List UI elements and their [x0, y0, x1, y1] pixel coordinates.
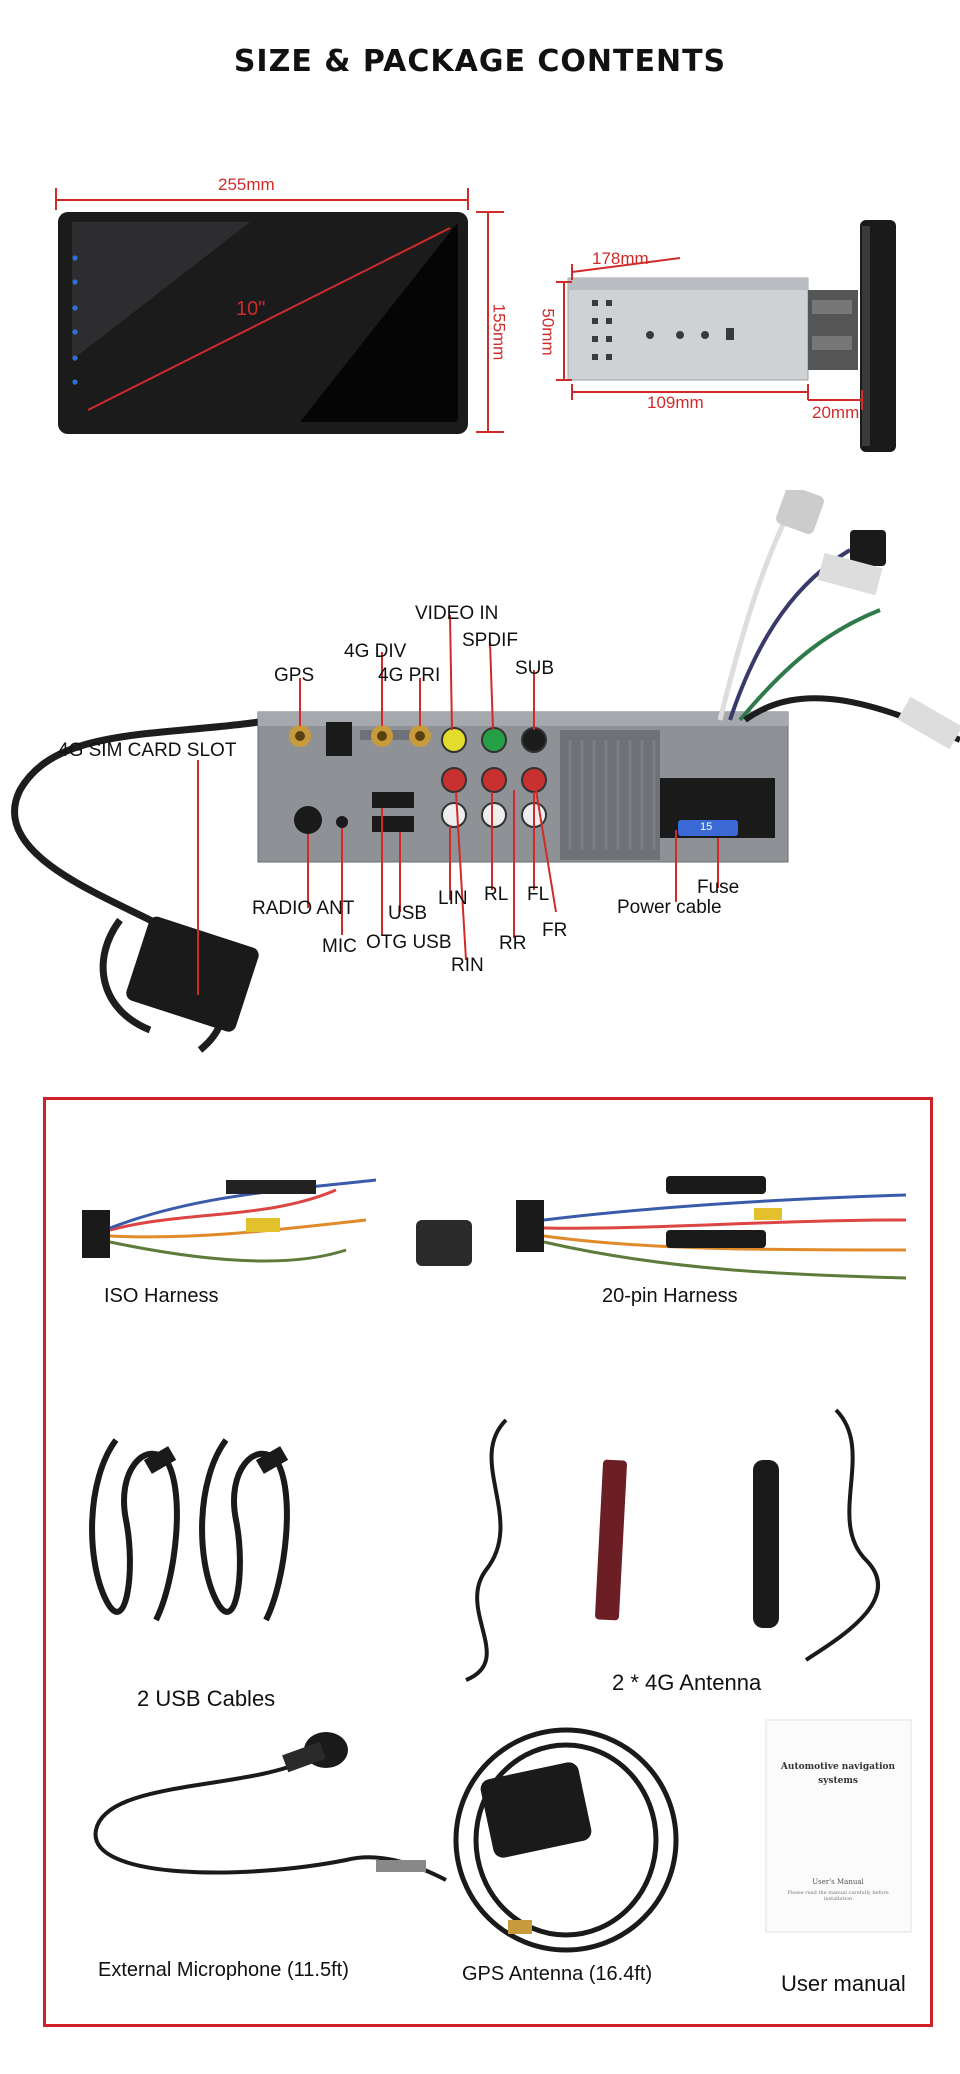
page-title: SIZE & PACKAGE CONTENTS: [233, 44, 727, 79]
label-4g-div: 4G DIV: [344, 641, 407, 662]
sim-card-module: [126, 916, 259, 1032]
package-contents-frame: [43, 1097, 933, 2027]
4g-antennas-art: [465, 1408, 881, 1682]
size-diagram: [55, 188, 896, 452]
width-label: 255mm: [218, 175, 275, 194]
microphone-art: [93, 1732, 447, 1882]
gps-antenna-art: [453, 1727, 679, 1953]
manual-cover-sub: User's Manual: [812, 1878, 864, 1886]
pkg-usb-cables: 2 USB Cables: [137, 1686, 276, 1711]
fuse: [678, 820, 738, 836]
label-fuse: Fuse: [697, 877, 740, 898]
pkg-microphone: External Microphone (11.5ft): [98, 1959, 349, 1981]
label-video-in: VIDEO IN: [415, 603, 499, 624]
label-sub: SUB: [515, 658, 555, 679]
chassis-side: [567, 277, 809, 381]
label-fl: FL: [527, 884, 550, 905]
label-spdif: SPDIF: [462, 630, 518, 651]
label-lin: LIN: [438, 888, 468, 909]
diagonal-line: [87, 227, 451, 411]
user-manual-art: [765, 1719, 912, 1933]
label-sim-slot: 4G SIM CARD SLOT: [58, 740, 237, 761]
usb-cables-art: [89, 1438, 290, 1622]
pkg-20pin-harness: 20-pin Harness: [602, 1285, 738, 1307]
front-depth-label: 20mm: [812, 403, 860, 422]
20pin-harness-art: [516, 1176, 907, 1280]
label-fr: FR: [542, 920, 568, 941]
manual-cover-title: Automotive navigation systems: [780, 1762, 896, 1786]
label-otg-usb: OTG USB: [366, 932, 452, 953]
label-mic: MIC: [322, 936, 357, 957]
chassis-length-label: 178mm: [592, 249, 649, 268]
label-power-cable: Power cable: [617, 897, 722, 918]
diagonal-label: 10": [236, 298, 266, 320]
label-rin: RIN: [451, 955, 484, 976]
pkg-user-manual: User manual: [781, 1971, 906, 1996]
fuse-value: 15: [700, 821, 713, 833]
label-4g-pri: 4G PRI: [378, 665, 441, 686]
connector-diagram: [11, 490, 960, 1053]
chassis-depth-label: 109mm: [647, 393, 704, 412]
label-radio-ant: RADIO ANT: [252, 898, 355, 919]
label-rr: RR: [499, 933, 527, 954]
label-gps: GPS: [274, 665, 315, 686]
iso-harness-art: [82, 1178, 472, 1266]
chassis-height-label: 50mm: [538, 308, 558, 356]
package-items-art: [82, 1176, 912, 1953]
height-label: 155mm: [489, 303, 509, 361]
label-rl: RL: [484, 884, 509, 905]
manual-cover-note: Please read the manual carefully before …: [787, 1890, 889, 1902]
pkg-gps-antenna: GPS Antenna (16.4ft): [462, 1963, 653, 1985]
label-usb: USB: [388, 903, 428, 924]
pkg-4g-antenna: 2 * 4G Antenna: [612, 1670, 762, 1695]
pkg-iso-harness: ISO Harness: [104, 1285, 219, 1307]
